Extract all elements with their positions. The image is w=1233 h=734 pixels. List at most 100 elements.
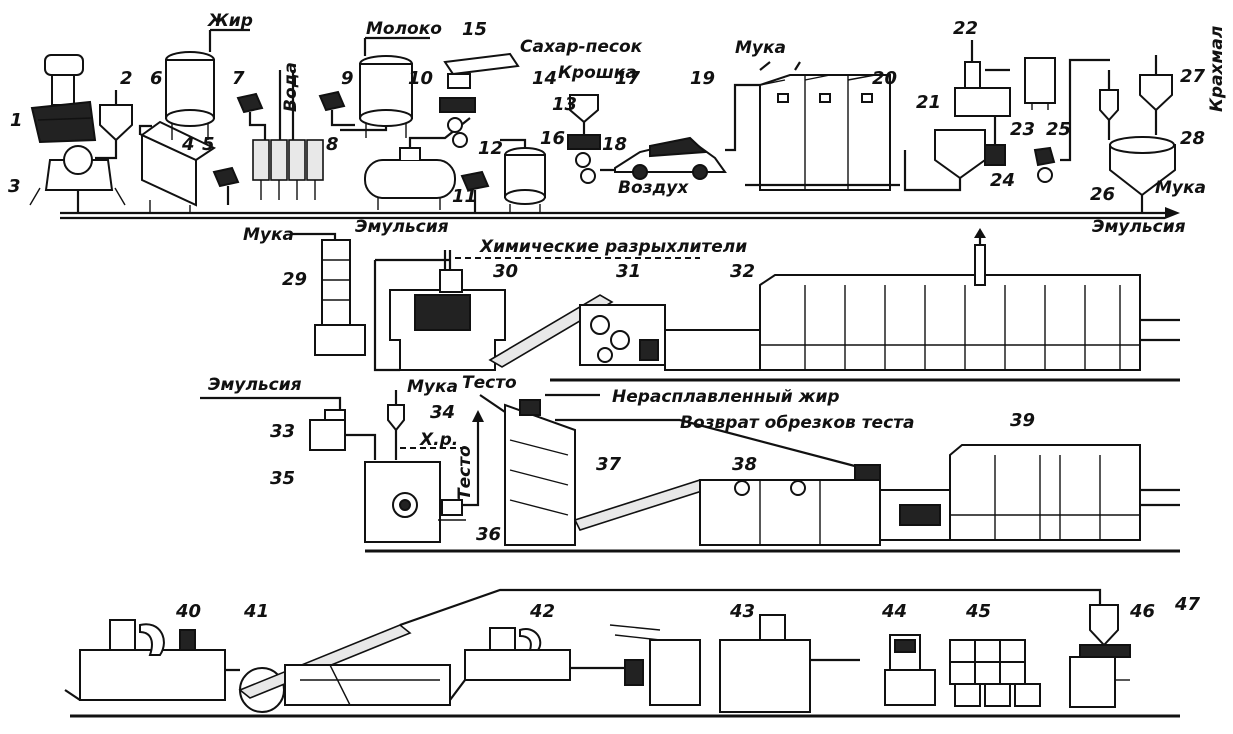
equipment-30 [373, 250, 700, 372]
equipment-36 [438, 410, 484, 521]
equipment-numbers: 1 2 3 4 5 6 7 8 9 10 11 12 13 14 15 16 1… [8, 18, 1206, 622]
equipment-29 [290, 232, 366, 356]
equipment-42 [449, 627, 644, 701]
number-1: 1 [10, 110, 23, 131]
label-emulsion-row3: Эмульсия [208, 375, 302, 395]
label-emulsion-row2: Эмульсия [355, 217, 449, 237]
equipment-26 [1099, 70, 1119, 140]
label-flour-top: Мука [735, 38, 786, 58]
label-fat: Жир [207, 11, 253, 31]
equipment-40 [64, 619, 240, 701]
equipment-6 [165, 28, 250, 140]
equipment-32-oven [759, 228, 1180, 371]
label-dough-top: Тесто [462, 373, 517, 393]
equipment-25 [1033, 58, 1110, 183]
equipment-4 [138, 120, 217, 213]
equipment-7 [236, 92, 267, 140]
number-41: 41 [243, 601, 269, 622]
number-33: 33 [270, 421, 295, 442]
equipment-33 [309, 409, 377, 460]
row-1-preparation [29, 28, 1180, 220]
return-conveyor-line [399, 588, 1102, 627]
number-10: 10 [408, 68, 433, 89]
label-flour-row3: Мука [407, 377, 458, 397]
number-11: 11 [452, 186, 477, 207]
number-8: 8 [326, 134, 339, 155]
number-39: 39 [1010, 410, 1035, 431]
number-22: 22 [953, 18, 978, 39]
equipment-2 [95, 90, 133, 160]
number-18: 18 [602, 134, 627, 155]
equipment-21 [903, 129, 986, 192]
equipment-27 [1139, 55, 1173, 135]
equipment-45-boxes [949, 639, 1041, 707]
number-25: 25 [1046, 119, 1071, 140]
number-20: 20 [872, 68, 897, 89]
number-46: 46 [1129, 601, 1155, 622]
label-air: Воздух [618, 178, 689, 198]
dough-arrow-icon [472, 410, 484, 422]
equipment-16 [500, 138, 546, 212]
equipment-3 [29, 145, 126, 213]
trim-return-line [679, 418, 871, 472]
equipment-9 [318, 90, 355, 127]
conveyor-37-38 [573, 479, 707, 531]
label-sugar: Сахар-песок [520, 37, 643, 57]
number-21: 21 [916, 92, 941, 113]
equipment-35 [364, 461, 441, 543]
number-30: 30 [493, 261, 518, 282]
number-17: 17 [615, 68, 641, 89]
equipment-39-oven [949, 444, 1180, 541]
number-19: 19 [690, 68, 715, 89]
number-36: 36 [476, 524, 501, 545]
number-47: 47 [1174, 594, 1201, 615]
number-28: 28 [1180, 128, 1205, 149]
number-7: 7 [232, 68, 245, 89]
equipment-22 [954, 40, 1011, 117]
number-14: 14 [532, 68, 557, 89]
equipment-44 [884, 634, 936, 706]
equipment-14-15 [439, 52, 520, 148]
number-6: 6 [150, 68, 163, 89]
equipment-8 [252, 70, 324, 200]
number-2: 2 [120, 68, 133, 89]
equipment-28 [1109, 136, 1176, 213]
label-trim-return: Возврат обрезков теста [680, 413, 915, 433]
exhaust-arrow-icon [974, 228, 986, 238]
label-flour-right: Мука [1155, 178, 1206, 198]
number-3: 3 [8, 176, 21, 197]
number-38: 38 [732, 454, 757, 475]
number-43: 43 [729, 601, 755, 622]
number-13: 13 [552, 94, 577, 115]
label-chem-abbr: Х.р. [419, 430, 458, 450]
equipment-38 [699, 464, 951, 546]
equipment-19-flour-truck [614, 83, 760, 180]
label-water: Вода [281, 62, 301, 112]
row-3-dough-line [200, 390, 1180, 553]
number-26: 26 [1090, 184, 1115, 205]
label-emulsion-out: Эмульсия [1092, 217, 1186, 237]
equipment-37 [479, 393, 680, 546]
number-29: 29 [282, 269, 307, 290]
equipment-34 [387, 390, 465, 460]
row-4-packaging [64, 588, 1180, 718]
label-dough-vertical: Тесто [455, 445, 475, 500]
number-34: 34 [430, 402, 455, 423]
number-16: 16 [540, 128, 565, 149]
number-40: 40 [175, 601, 201, 622]
equipment-23 [1024, 57, 1056, 110]
equipment-20-silos [745, 61, 900, 191]
label-unmelted-fat: Нерасплавленный жир [612, 387, 840, 407]
equipment-43 [609, 614, 860, 713]
equipment-24 [984, 116, 1006, 166]
number-24: 24 [990, 170, 1015, 191]
number-5: 5 [202, 134, 215, 155]
equipment-46-47 [1069, 604, 1131, 708]
number-27: 27 [1180, 66, 1206, 87]
equipment-1 [30, 54, 97, 144]
number-31: 31 [616, 261, 641, 282]
row-2-baking-line [290, 228, 1180, 382]
equipment-10 [340, 36, 430, 138]
equipment-12 [460, 170, 490, 213]
